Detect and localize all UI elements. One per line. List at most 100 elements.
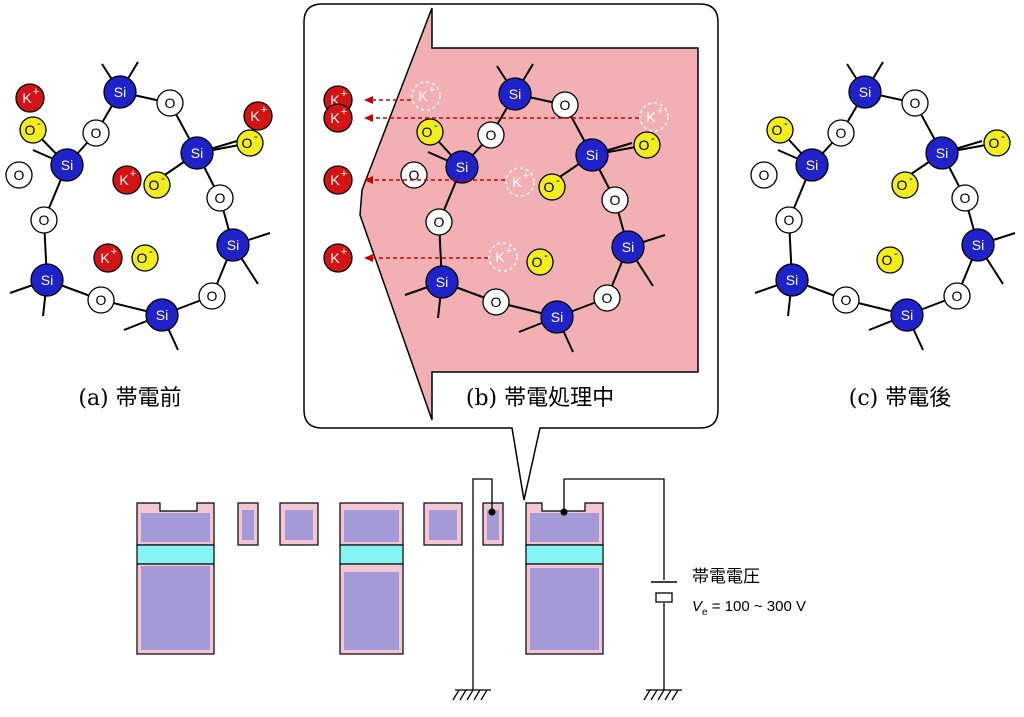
si-atom: Si <box>498 77 532 111</box>
o-atom: O <box>951 184 979 212</box>
svg-text:K: K <box>119 172 129 188</box>
svg-text:Si: Si <box>227 237 239 253</box>
si-atom: Si <box>795 148 829 182</box>
svg-text:O: O <box>491 294 502 310</box>
svg-text:O: O <box>137 250 148 266</box>
electrode-piece-6 <box>482 502 504 546</box>
charging-region <box>359 7 699 421</box>
si-atom: Si <box>30 263 64 297</box>
si-atom: Si <box>540 300 574 334</box>
svg-text:Si: Si <box>41 272 53 288</box>
o-atom: O <box>425 208 453 236</box>
svg-text:Si: Si <box>551 309 563 325</box>
svg-text:+: + <box>261 104 267 116</box>
o-minus-atom: O- <box>983 129 1011 157</box>
svg-text:Si: Si <box>859 84 871 100</box>
svg-text:K: K <box>512 174 522 190</box>
svg-text:O: O <box>409 167 420 183</box>
electrode-assembly: 帯電電圧 Ve = 100 ~ 300 V <box>136 478 806 701</box>
electrode-block-1 <box>136 502 215 655</box>
svg-text:O: O <box>952 288 963 304</box>
si-atom: Si <box>216 228 250 262</box>
svg-text:+: + <box>657 105 663 117</box>
si-atom: Si <box>445 150 479 184</box>
k-ion: K+ <box>15 83 45 113</box>
svg-text:O: O <box>602 290 613 306</box>
svg-text:-: - <box>651 133 655 145</box>
o-atom: O <box>5 161 33 189</box>
ground-icon <box>452 689 491 701</box>
electrode-piece-5 <box>423 502 463 546</box>
o-atom: O <box>400 161 428 189</box>
svg-text:+: + <box>523 170 529 182</box>
svg-text:O: O <box>841 292 852 308</box>
svg-text:O: O <box>96 292 107 308</box>
svg-text:O: O <box>486 127 497 143</box>
o-atom: O <box>156 89 184 117</box>
svg-text:+: + <box>506 245 512 257</box>
circuit-wires <box>472 478 665 690</box>
svg-text:K: K <box>330 92 340 108</box>
svg-text:-: - <box>161 173 165 185</box>
svg-text:+: + <box>341 106 347 118</box>
o-minus-atom: O- <box>143 171 171 199</box>
svg-text:O: O <box>960 190 971 206</box>
svg-text:-: - <box>37 118 41 130</box>
svg-text:K: K <box>330 172 340 188</box>
svg-text:O: O <box>897 177 908 193</box>
svg-text:O: O <box>242 135 253 151</box>
si-atom: Si <box>848 75 882 109</box>
svg-text:O: O <box>149 177 160 193</box>
o-minus-atom: O- <box>891 171 919 199</box>
svg-text:O: O <box>910 95 921 111</box>
svg-text:Si: Si <box>456 159 468 175</box>
electrode-block-7 <box>525 502 604 655</box>
svg-text:O: O <box>882 252 893 268</box>
o-atom: O <box>206 184 234 212</box>
o-minus-atom: O- <box>236 129 264 157</box>
o-minus-atom: O- <box>526 248 554 276</box>
k-ion-ghost: K+ <box>505 167 535 197</box>
si-atom: Si <box>961 228 995 262</box>
si-atom: Si <box>925 136 959 170</box>
svg-text:Si: Si <box>806 157 818 173</box>
o-atom: O <box>198 282 226 310</box>
o-atom: O <box>82 119 110 147</box>
svg-text:O: O <box>91 125 102 141</box>
electrode-piece-2 <box>237 502 259 546</box>
svg-text:Si: Si <box>436 274 448 290</box>
svg-text:O: O <box>25 122 36 138</box>
k-ion-ghost: K+ <box>411 81 441 111</box>
svg-text:-: - <box>544 250 548 262</box>
svg-text:K: K <box>330 250 340 266</box>
svg-text:O: O <box>207 288 218 304</box>
ve-formula: Ve = 100 ~ 300 V <box>692 598 806 618</box>
svg-text:O: O <box>836 125 847 141</box>
o-minus-atom: O- <box>766 116 794 144</box>
svg-text:K: K <box>250 108 260 124</box>
svg-text:O: O <box>215 190 226 206</box>
o-minus-atom: O- <box>416 118 444 146</box>
o-atom: O <box>482 288 510 316</box>
k-ion: K+ <box>112 165 142 195</box>
caption-a: (a) 帯電前 <box>78 386 181 411</box>
o-atom: O <box>477 121 505 149</box>
svg-text:O: O <box>759 167 770 183</box>
svg-text:-: - <box>434 120 438 132</box>
contact-dot-left <box>488 508 496 516</box>
k-ion: K+ <box>323 165 353 195</box>
o-atom: O <box>551 91 579 119</box>
o-minus-atom: O- <box>876 246 904 274</box>
svg-text:O: O <box>544 179 555 195</box>
si-atom: Si <box>890 298 924 332</box>
svg-text:-: - <box>149 246 153 258</box>
svg-text:K: K <box>330 110 340 126</box>
svg-text:Si: Si <box>972 237 984 253</box>
svg-text:+: + <box>33 86 39 98</box>
svg-text:+: + <box>341 88 347 100</box>
svg-text:Si: Si <box>509 86 521 102</box>
